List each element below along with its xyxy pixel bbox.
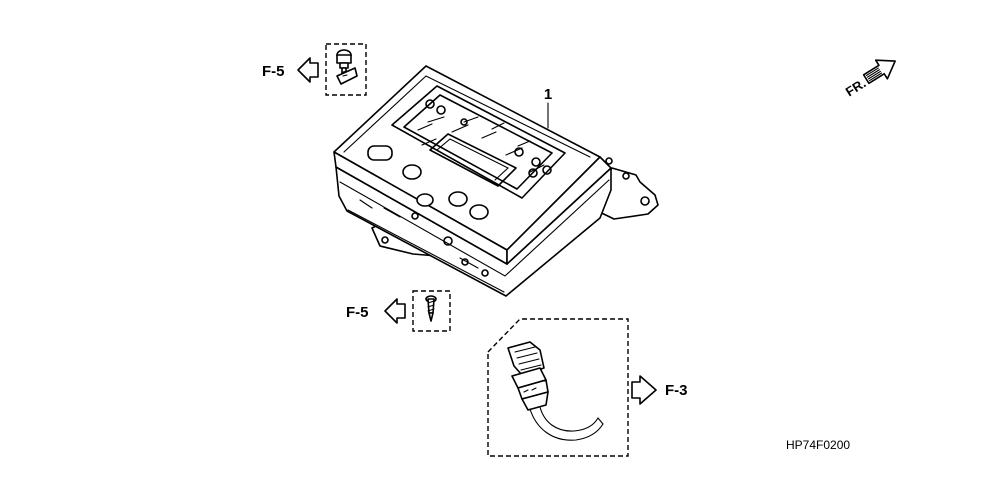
front-arrow-icon (862, 59, 896, 85)
connector-callout: F-3 (487, 318, 688, 457)
screw-callout: F-5 (346, 290, 451, 332)
bolt-dashed-box (325, 43, 367, 96)
bolt-icon (336, 49, 358, 85)
bolt-ref-arrow-icon (297, 57, 319, 83)
part-number-label: 1 (544, 86, 552, 103)
connector-icon (507, 341, 604, 441)
front-indicator: FR. (843, 59, 896, 100)
drawing-code: HP74F0200 (786, 438, 850, 452)
bolt-ref-label: F-5 (262, 63, 285, 80)
meter-assembly (333, 65, 659, 297)
screw-ref-arrow-icon (384, 298, 406, 324)
screw-icon (425, 295, 437, 322)
connector-ref-arrow-icon (631, 375, 657, 405)
screw-dashed-box (412, 290, 451, 332)
screw-ref-label: F-5 (346, 304, 369, 321)
connector-ref-label: F-3 (665, 382, 688, 399)
front-indicator-label: FR. (843, 76, 869, 100)
bolt-callout: F-5 (262, 43, 367, 96)
connector-dashed-box (487, 318, 629, 457)
